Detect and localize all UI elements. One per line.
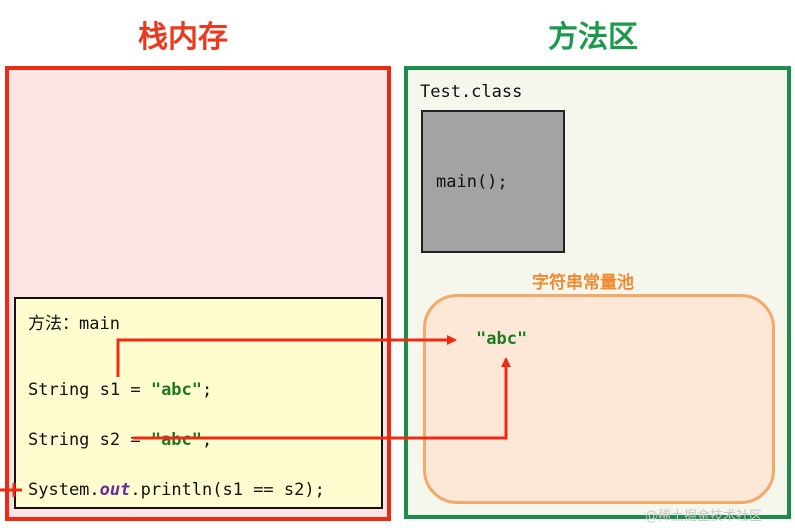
s2-reference-arrow — [133, 357, 511, 440]
class-method-box — [421, 110, 565, 253]
class-method-name: main(); — [436, 172, 508, 192]
code-text: .println(s1 == s2); — [130, 480, 325, 500]
code-text: ; — [202, 430, 213, 450]
string-constant-pool — [423, 294, 775, 504]
code-text: ; — [202, 380, 213, 400]
string-literal: "abc" — [150, 380, 203, 400]
code-line-s1: String s1 = "abc"; — [28, 380, 212, 400]
main-stack-frame — [14, 297, 383, 509]
watermark: @稀土掘金技术社区 — [645, 509, 763, 524]
class-label: Test.class — [420, 82, 523, 102]
method-area-title: 方法区 — [548, 20, 638, 55]
string-pool-label: 字符串常量池 — [532, 273, 634, 293]
s1-reference-arrow — [116, 335, 457, 377]
code-text: String s2 = — [28, 430, 151, 450]
code-line-s2: String s2 = "abc"; — [28, 430, 212, 450]
code-line-println: System.out.println(s1 == s2); — [28, 480, 325, 500]
code-text: System. — [28, 480, 100, 500]
out-keyword: out — [99, 480, 131, 500]
string-literal: "abc" — [150, 430, 203, 450]
stack-memory-title: 栈内存 — [138, 20, 228, 55]
code-text: String s1 = — [28, 380, 151, 400]
frame-label: 方法：main — [28, 314, 120, 334]
pool-string-value: "abc" — [476, 329, 528, 349]
